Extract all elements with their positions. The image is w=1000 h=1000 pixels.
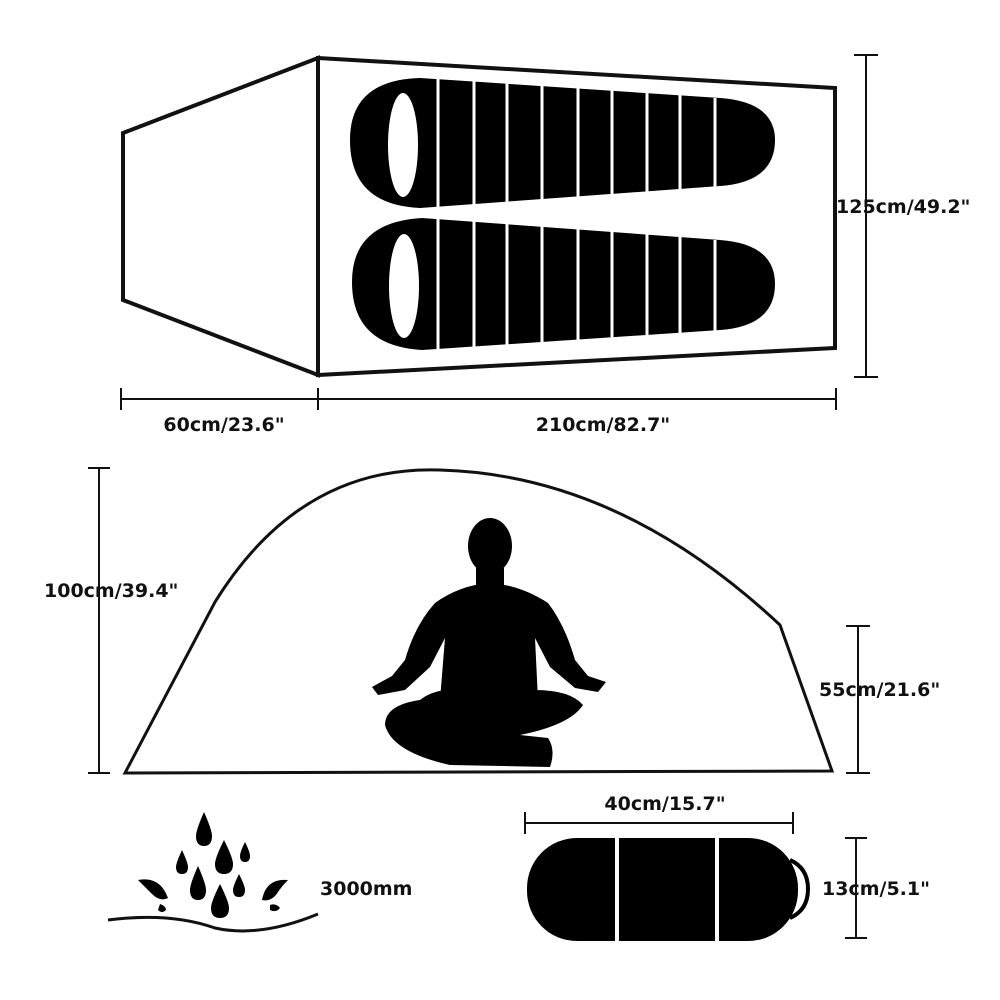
- vestibule-outline: [121, 55, 320, 378]
- sleeping-bag-icon: [352, 218, 775, 350]
- packed-length-label: 40cm/15.7": [604, 793, 725, 815]
- top-view: 125cm/49.2" 60cm/23.6" 210cm/82.7": [120, 54, 970, 436]
- tent-side-outline: [122, 468, 835, 775]
- water-drops-icon: [138, 812, 288, 918]
- packed-length-dimension-line: [524, 812, 794, 834]
- floor-width-dimension-line: [854, 54, 878, 378]
- packed-diameter-dimension-line: [845, 837, 867, 939]
- ground-line: [107, 912, 319, 933]
- waterproof-rating-label: 3000mm: [320, 878, 412, 900]
- stuff-sack-icon: [527, 838, 811, 941]
- peak-height-dimension-line: [88, 467, 110, 774]
- packed-diameter-label: 13cm/5.1": [822, 878, 930, 900]
- end-height-dimension-line: [846, 625, 870, 774]
- vestibule-length-label: 60cm/23.6": [163, 414, 284, 436]
- floor-length-label: 210cm/82.7": [536, 414, 670, 436]
- length-dimension-line: [120, 388, 837, 410]
- peak-height-label: 100cm/39.4": [44, 580, 178, 602]
- sleeping-bag-icon: [350, 78, 775, 208]
- side-view: 100cm/39.4" 55cm/21.6": [44, 467, 940, 775]
- end-height-label: 55cm/21.6": [819, 679, 940, 701]
- floor-width-label: 125cm/49.2": [836, 196, 970, 218]
- tent-floor-outline: [316, 55, 837, 378]
- meditating-person-icon: [372, 518, 606, 767]
